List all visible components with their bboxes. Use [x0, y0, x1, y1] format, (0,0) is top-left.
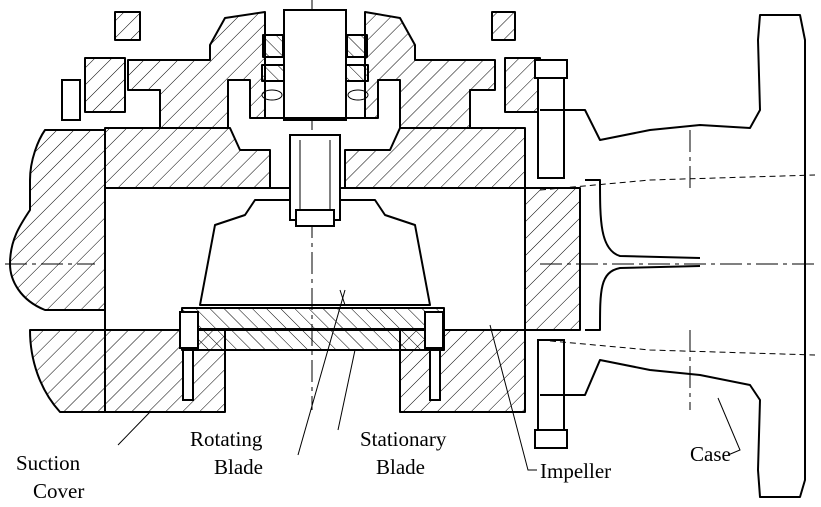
bolts [61, 59, 568, 449]
label-stationary-blade-1: Stationary [360, 427, 447, 451]
pump-case [524, 14, 816, 498]
label-rotating-blade-1: Rotating [190, 427, 263, 451]
label-suction-cover-1: Suction [16, 451, 81, 475]
suction-cover [9, 127, 526, 413]
seal-housing [84, 9, 541, 129]
label-case: Case [690, 442, 731, 466]
label-stationary-blade-2: Blade [376, 455, 425, 479]
stationary-blade-bar [181, 307, 445, 351]
label-rotating-blade-2: Blade [214, 455, 263, 479]
label-impeller: Impeller [540, 459, 611, 483]
leader-lines [117, 289, 741, 471]
label-suction-cover-2: Cover [33, 479, 84, 503]
